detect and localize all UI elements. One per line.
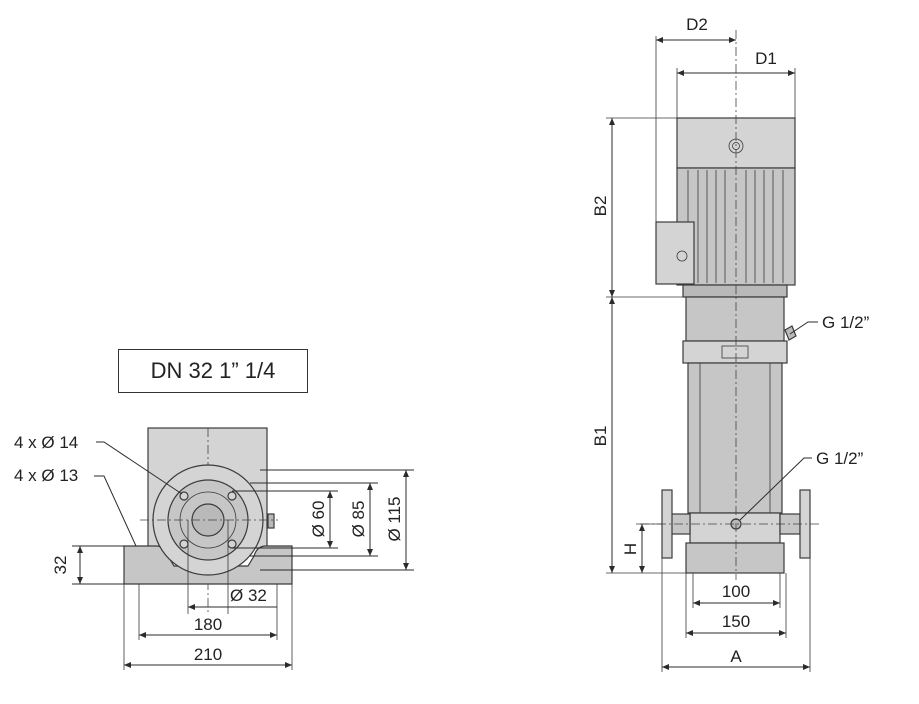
port-label-upper: G 1/2”	[822, 313, 870, 332]
dim-d85: Ø 85	[349, 501, 368, 538]
motor-flange	[682, 284, 788, 298]
dim-w180: 180	[194, 615, 222, 634]
pump-head	[682, 340, 788, 364]
dim-A: A	[730, 647, 742, 666]
side-view: D2 D1 B2 B1 H G 1/2” G 1/2” 100 150	[591, 15, 870, 672]
dim-H: H	[621, 543, 640, 555]
vent-plug	[784, 325, 797, 341]
bolt-hole	[227, 539, 237, 549]
terminal-box	[655, 221, 695, 285]
dim-D2: D2	[686, 15, 708, 34]
dim-w210: 210	[194, 645, 222, 664]
dim-d115: Ø 115	[385, 496, 404, 541]
motor-cap	[676, 117, 796, 169]
pump-sleeve	[687, 362, 783, 514]
dim-w100: 100	[722, 582, 750, 601]
front-view: Ø 60 Ø 85 Ø 115 4 x Ø 14 4 x Ø 13 32 Ø 3…	[14, 427, 414, 670]
dim-d32: Ø 32	[230, 586, 267, 605]
model-title: DN 32 1” 1/4	[118, 349, 308, 393]
dim-w150: 150	[722, 612, 750, 631]
side-plug	[267, 513, 275, 529]
dim-B2: B2	[591, 196, 610, 217]
dim-h32: 32	[51, 556, 70, 575]
pump-lantern	[685, 296, 785, 342]
dim-D1: D1	[755, 49, 777, 68]
label-4x14: 4 x Ø 14	[14, 433, 78, 452]
dim-d60: Ø 60	[309, 501, 328, 538]
port-label-lower: G 1/2”	[816, 449, 864, 468]
bolt-hole	[227, 491, 237, 501]
dim-B1: B1	[591, 426, 610, 447]
bolt-hole	[179, 539, 189, 549]
label-4x13: 4 x Ø 13	[14, 466, 78, 485]
pump-base-side	[685, 542, 785, 574]
